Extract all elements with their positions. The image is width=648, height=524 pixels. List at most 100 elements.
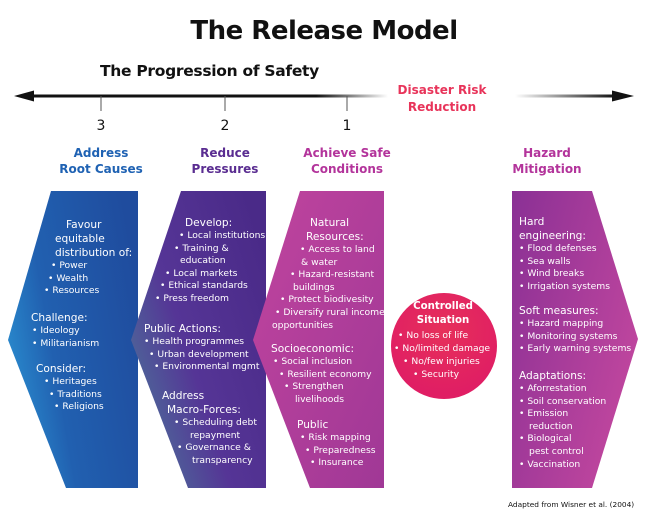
list-item: • Social inclusion	[273, 356, 353, 367]
list-item: • Irrigation systems	[519, 280, 610, 292]
root-causes-challenge: Challenge: • Ideology • Militarianism	[31, 311, 99, 350]
drr-line-2: Reduction	[407, 100, 477, 114]
page-title: The Release Model	[190, 16, 458, 46]
hazard-adaptations: Adaptations: • Aforrestation • Soil cons…	[519, 369, 606, 471]
list-item-continuation: education	[180, 255, 226, 267]
list-item: • Power	[51, 260, 88, 271]
safe-conditions-socio: Socioeconomic: • Social inclusion • Resi…	[271, 342, 372, 406]
hazard-soft-measures: Soft measures: • Hazard mapping • Monito…	[519, 304, 631, 356]
list-item: • Press freedom	[155, 292, 229, 304]
disaster-risk-reduction-label: Disaster Risk Reduction	[392, 82, 492, 116]
section-heading: Hard	[519, 216, 545, 228]
list-item: • Local institutions	[179, 230, 266, 241]
list-item: • Traditions	[49, 388, 102, 400]
list-item-continuation: transparency	[192, 454, 253, 466]
section-heading: Adaptations:	[519, 370, 587, 382]
section-heading: engineering:	[519, 230, 586, 242]
list-item: • Vaccination	[519, 458, 581, 470]
list-item-continuation: livelihoods	[295, 393, 344, 405]
section-heading: equitable	[55, 233, 105, 245]
list-item: • Emission	[519, 408, 569, 420]
heading-line: Conditions	[310, 162, 384, 176]
heading-pressures: Reduce Pressures	[160, 145, 290, 177]
list-item: • Insurance	[310, 457, 364, 469]
list-item: • Urban development	[149, 348, 249, 360]
tick-label-2: 2	[220, 118, 230, 134]
section-heading: Natural	[310, 217, 350, 229]
section-heading: Consider:	[36, 363, 87, 375]
list-item: • Security	[413, 369, 460, 380]
list-item: • Monitoring systems	[519, 330, 618, 342]
pressures-develop: Develop: • Local institutions • Training…	[143, 216, 265, 306]
list-item: • No/limited damage	[394, 343, 491, 354]
list-item-continuation: opportunities	[272, 319, 334, 331]
list-item: • Sea walls	[519, 255, 571, 267]
heading-line: Pressures	[191, 162, 259, 176]
heading-hazard-mitigation: Hazard Mitigation	[482, 145, 612, 177]
pressures-panel	[131, 191, 266, 488]
hazard-mitigation-panel	[512, 191, 638, 488]
heading-line: Address	[73, 146, 129, 160]
section-heading: Public Actions:	[144, 323, 221, 335]
list-item: • Soil conservation	[519, 395, 607, 407]
subtitle: The Progression of Safety	[100, 62, 319, 80]
list-item: • Health programmes	[144, 336, 245, 347]
source-credit: Adapted from Wisner et al. (2004)	[508, 500, 635, 509]
list-item: • Biological	[519, 433, 572, 445]
section-heading: Macro-Forces:	[167, 404, 241, 416]
pressures-macro-forces: Address Macro-Forces: • Scheduling debt …	[162, 389, 257, 467]
list-item: • Training &	[174, 242, 229, 254]
list-item: • Resources	[44, 285, 100, 297]
heading-line: Reduce	[200, 146, 250, 160]
list-item: • Heritages	[44, 376, 97, 387]
list-item: • Early warning systems	[519, 343, 632, 355]
timeline-line-right	[515, 94, 615, 98]
section-heading: Develop:	[185, 217, 233, 229]
list-item: • Scheduling debt	[174, 417, 257, 428]
pressures-public-actions: Public Actions: • Health programmes • Ur…	[144, 322, 259, 374]
list-item: • No loss of life	[398, 330, 469, 341]
root-causes-panel	[8, 191, 138, 488]
hazard-hard-engineering: Hard engineering: • Flood defenses • Sea…	[519, 215, 610, 293]
list-item: • No/few injuries	[403, 356, 480, 367]
list-item-continuation: buildings	[293, 281, 335, 293]
tick-label-3: 3	[96, 118, 106, 134]
circle-heading: Controlled	[413, 301, 473, 312]
drr-line-1: Disaster Risk	[397, 83, 487, 97]
section-heading: Resources:	[306, 231, 364, 243]
list-item-continuation: & water	[301, 256, 338, 268]
safe-conditions-public: Public • Risk mapping • Preparedness • I…	[297, 418, 376, 470]
section-heading: Public	[297, 419, 329, 431]
list-item-continuation: repayment	[190, 429, 241, 441]
heading-safe-conditions: Achieve Safe Conditions	[282, 145, 412, 177]
heading-line: Root Causes	[59, 162, 143, 176]
list-item: • Strengthen	[284, 381, 344, 393]
section-heading: distribution of:	[55, 247, 133, 259]
list-item: • Hazard mapping	[519, 318, 604, 329]
list-item: • Governance &	[177, 442, 251, 454]
list-item: • Access to land	[300, 244, 375, 255]
list-item: • Flood defenses	[519, 243, 597, 254]
circle-heading: Situation	[416, 314, 470, 326]
list-item-continuation: pest control	[529, 445, 584, 457]
list-item: • Religions	[54, 401, 104, 413]
section-heading: Address	[162, 390, 205, 402]
section-heading: Favour	[66, 219, 102, 231]
list-item: • Aforrestation	[519, 383, 587, 394]
controlled-situation-content: Controlled Situation • No loss of life •…	[388, 300, 498, 381]
list-item: • Preparedness	[305, 444, 376, 456]
section-heading: Soft measures:	[519, 305, 599, 317]
safe-conditions-natural: Natural Resources: • Access to land & wa…	[272, 216, 385, 332]
safe-conditions-panel	[253, 191, 384, 488]
heading-line: Achieve Safe	[303, 146, 391, 160]
root-causes-consider: Consider: • Heritages • Traditions • Rel…	[36, 362, 104, 414]
list-item: • Hazard-resistant	[290, 269, 375, 281]
list-item: • Militarianism	[32, 337, 100, 349]
list-item: • Protect biodivesity	[280, 294, 374, 306]
list-item: • Local markets	[165, 267, 238, 279]
list-item: • Risk mapping	[300, 432, 371, 443]
timeline-arrowhead-left	[14, 90, 34, 102]
list-item: • Ideology	[32, 325, 80, 336]
root-causes-content: Favour equitable distribution of: • Powe…	[40, 218, 132, 298]
